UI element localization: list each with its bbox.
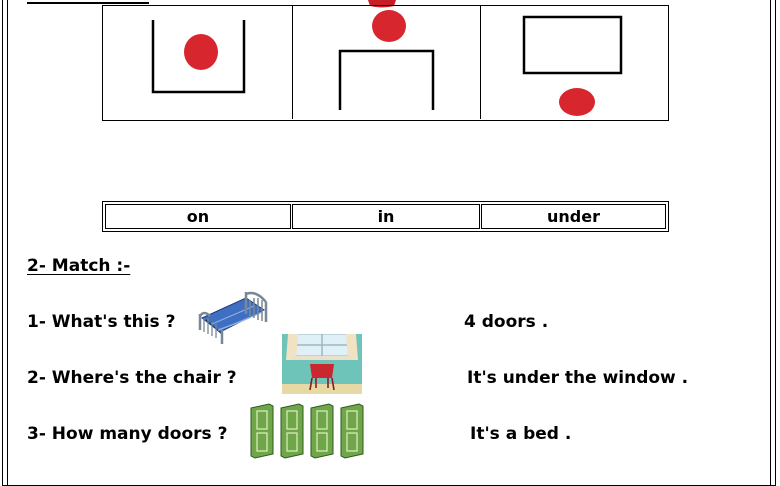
picture-cell-in [103, 6, 293, 119]
answer-2: It's under the window . [467, 368, 689, 388]
picture-cell-under [481, 6, 668, 119]
doors-icon [250, 403, 364, 459]
section-title-underline [27, 2, 149, 4]
word-table: on in under [102, 201, 669, 232]
chair-under-window-icon [282, 334, 362, 394]
question-2: 2- Where's the chair ? [27, 368, 237, 388]
ball-under-box-icon [522, 15, 623, 116]
answer-3: It's a bed . [470, 424, 572, 444]
question-3: 3- How many doors ? [27, 424, 228, 444]
question-1: 1- What's this ? [27, 312, 176, 332]
word-cell-in: in [292, 204, 480, 229]
answer-1: 4 doors . [464, 312, 549, 332]
word-cell-on: on [105, 204, 291, 229]
picture-table [102, 5, 669, 121]
ball-in-box-icon [151, 20, 246, 94]
bed-icon [198, 291, 268, 344]
ball-on-table-icon [338, 10, 435, 110]
picture-cell-on [293, 6, 481, 119]
match-heading: 2- Match :- [27, 256, 131, 276]
word-cell-under: under [481, 204, 666, 229]
